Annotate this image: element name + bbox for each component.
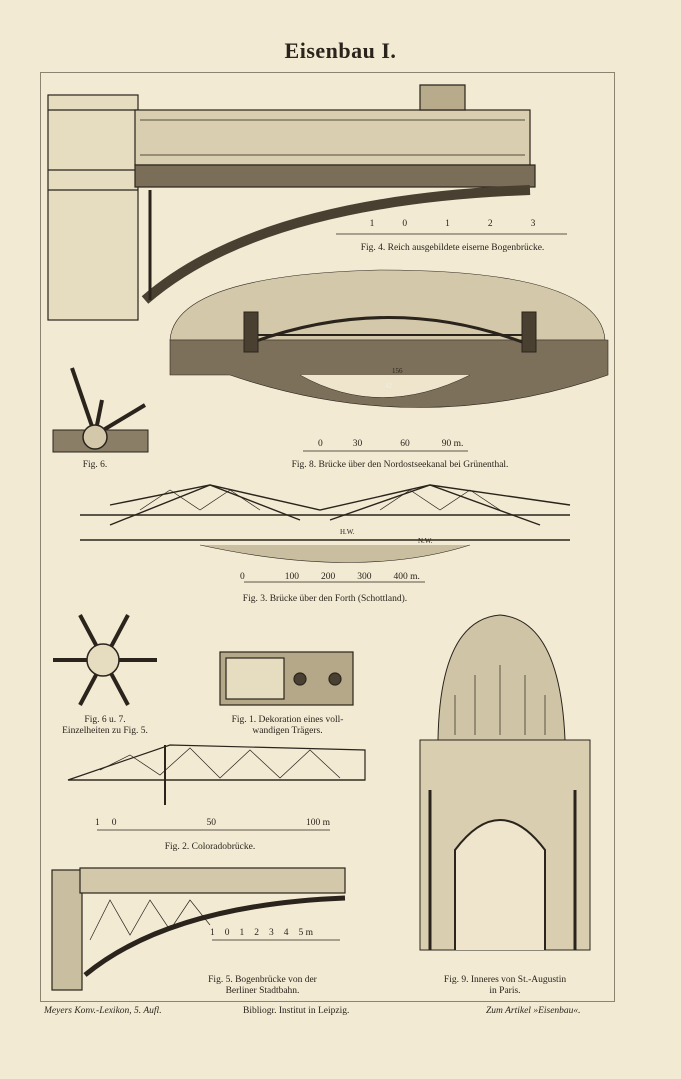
footer-publisher: Bibliogr. Institut in Leipzig. <box>243 1006 350 1016</box>
fig5-berlin-bridge-drawing <box>51 867 346 991</box>
fig8-scale-labels: 0 30 60 90 m. <box>318 439 488 450</box>
fig8-canal-bridge-drawing <box>169 269 609 408</box>
scale-label: 1 <box>239 928 245 938</box>
scale-label: 3 <box>269 928 274 938</box>
scale-label: 2 <box>254 928 259 938</box>
fig8-depth-label: 42 <box>385 382 392 390</box>
fig8-height-label: 156 <box>392 367 403 375</box>
scale-label: 200 <box>321 572 336 582</box>
fig6-caption: Fig. 6. <box>82 460 108 470</box>
scale-label: 300 <box>357 572 372 582</box>
caption-line: Fig. 9. Inneres von St.-Augustin <box>443 975 567 985</box>
scale-label: 0 <box>224 928 230 938</box>
scale-label: 1 <box>369 219 375 229</box>
fig2-colorado-bridge-drawing <box>67 744 366 805</box>
fig1-caption: Fig. 1. Dekoration eines voll- wandigen … <box>200 715 375 737</box>
fig6-joint-drawing <box>52 367 149 453</box>
scale-label: 1 <box>210 928 215 938</box>
fig67-rosette-drawing <box>53 614 157 706</box>
fig67-caption: Fig. 6 u. 7. Einzelheiten zu Fig. 5. <box>40 715 170 737</box>
scale-label: 60 <box>400 439 410 449</box>
plate-frame <box>40 72 615 1002</box>
caption-line: Fig. 6 u. 7. <box>84 715 126 725</box>
caption-line: Fig. 5. Bogenbrücke von der <box>208 975 317 985</box>
scale-label: 0 <box>111 818 117 828</box>
caption-line: in Paris. <box>489 986 521 996</box>
fig4-arch-bridge-drawing <box>47 84 536 321</box>
fig4-caption: Fig. 4. Reich ausgebildete eiserne Bogen… <box>360 243 545 253</box>
fig3-caption: Fig. 3. Brücke über den Forth (Schottlan… <box>242 594 408 604</box>
fig5-caption: Fig. 5. Bogenbrücke von der Berliner Sta… <box>170 975 355 997</box>
scale-label: 0 <box>240 572 245 582</box>
scale-label: 1 <box>445 219 450 229</box>
page-title: Eisenbau I. <box>284 38 397 63</box>
caption-line: Fig. 1. Dekoration eines voll- <box>231 715 344 725</box>
footer-article-reference: Zum Artikel »Eisenbau«. <box>486 1006 581 1016</box>
scale-label: 90 m. <box>441 439 464 449</box>
scale-label: 3 <box>530 219 536 229</box>
fig1-girder-decoration-drawing <box>219 651 354 706</box>
fig3-high-water-label: H.W. <box>340 528 355 536</box>
scale-label: 100 <box>284 572 299 582</box>
scale-label: 5 m <box>298 928 314 938</box>
fig3-forth-bridge-drawing <box>80 484 571 563</box>
scale-label: 2 <box>487 219 493 229</box>
scale-label: 400 m. <box>393 572 420 582</box>
scale-label: 4 <box>283 928 289 938</box>
fig9-caption: Fig. 9. Inneres von St.-Augustin in Pari… <box>415 975 595 997</box>
scale-label: 1 <box>95 818 100 828</box>
fig2-caption: Fig. 2. Coloradobrücke. <box>164 842 256 852</box>
caption-line: wandigen Trägers. <box>252 726 323 736</box>
fig3-scale-labels: 0 100 200 300 400 m. <box>240 572 440 583</box>
caption-line: Berliner Stadtbahn. <box>225 986 300 996</box>
fig8-caption: Fig. 8. Brücke über den Nordostseekanal … <box>291 460 509 470</box>
scale-label: 0 <box>402 219 408 229</box>
footer-publication: Meyers Konv.-Lexikon, 5. Aufl. <box>44 1006 162 1016</box>
fig4-scale-labels: 1 0 1 2 3 <box>330 219 575 230</box>
caption-line: Einzelheiten zu Fig. 5. <box>62 726 148 736</box>
fig2-scale-labels: 1 0 50 100 m <box>95 818 345 829</box>
scale-label: 30 <box>352 439 363 449</box>
scale-label: 100 m <box>306 818 331 828</box>
scale-label: 0 <box>318 439 323 449</box>
fig3-low-water-label: N.W. <box>418 537 433 545</box>
scale-label: 50 <box>206 818 217 828</box>
fig9-st-augustin-interior-drawing <box>419 614 591 951</box>
